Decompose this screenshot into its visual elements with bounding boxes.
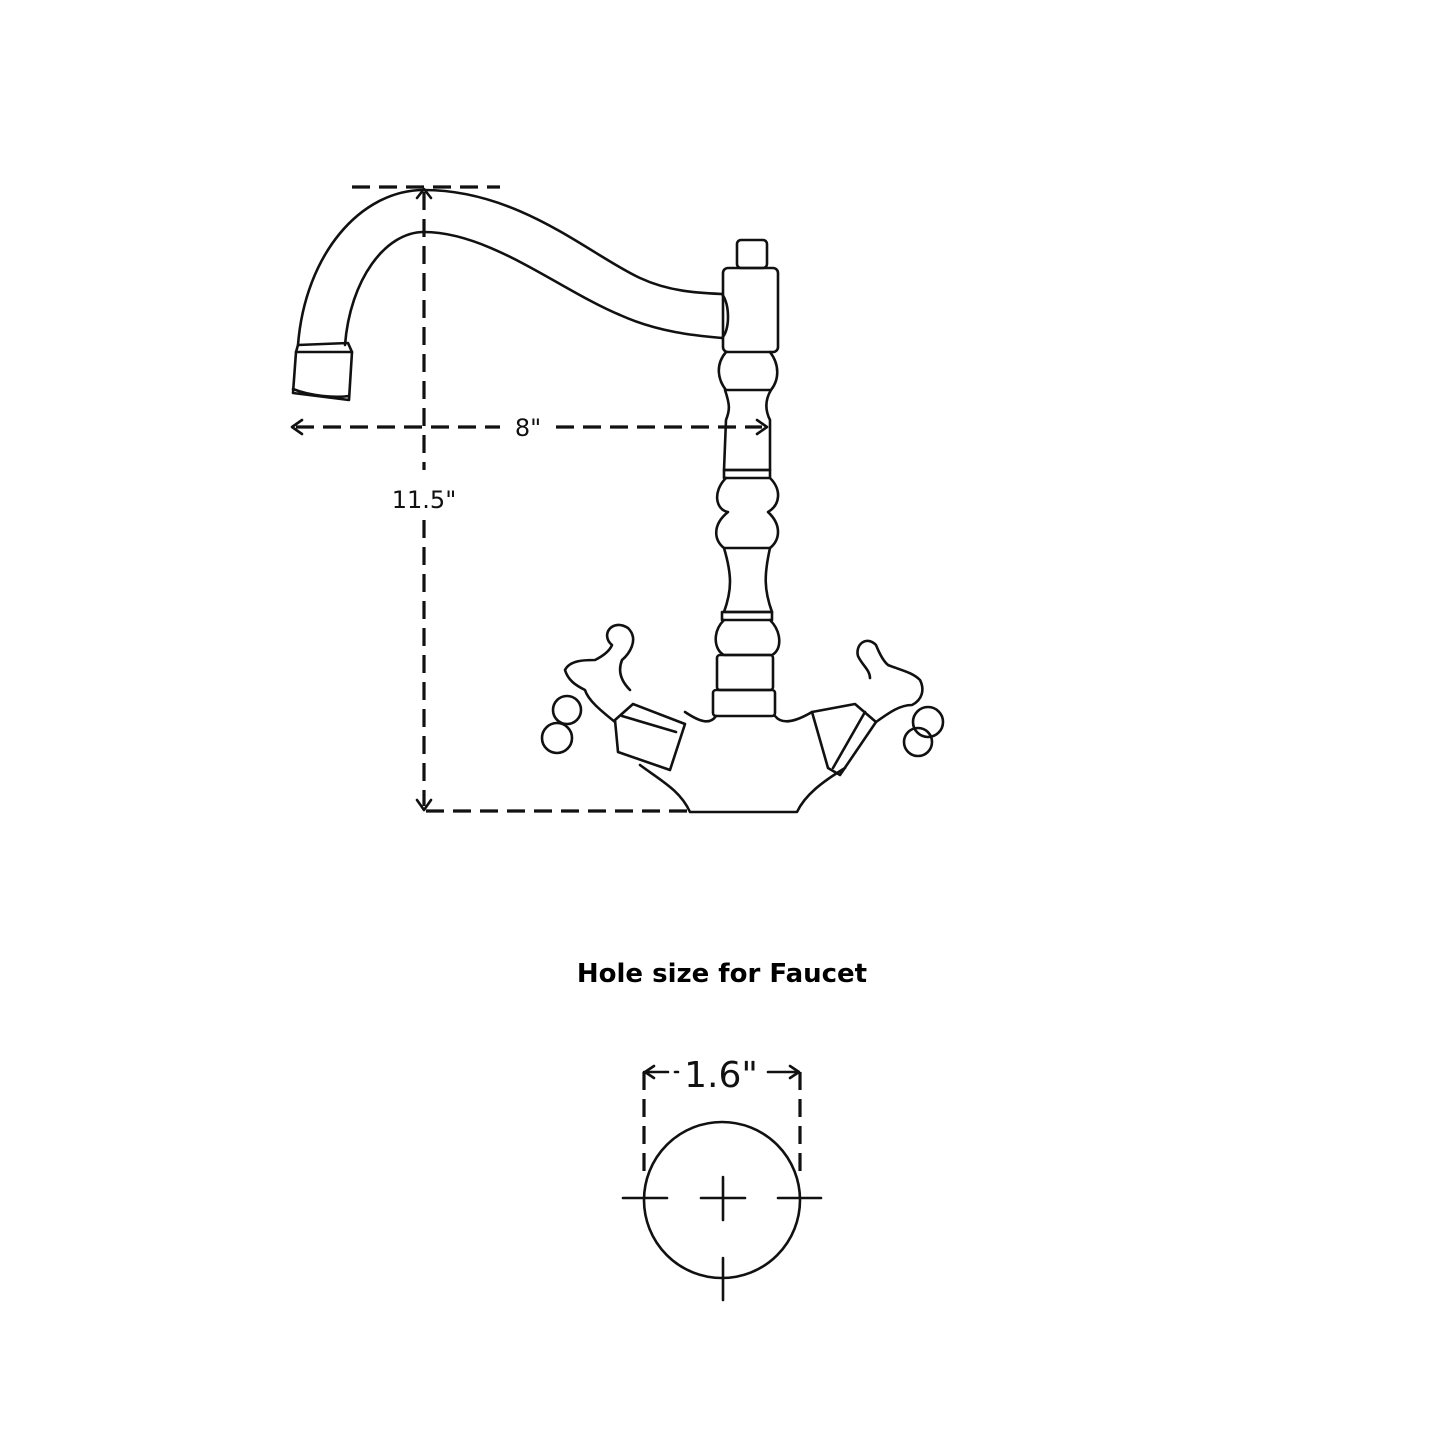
height-label: 11.5" bbox=[392, 486, 456, 514]
dimension-lines: 11.5" 8" bbox=[290, 185, 769, 813]
hole-diagram-title: Hole size for Faucet bbox=[577, 959, 867, 989]
faucet-outline bbox=[291, 188, 945, 814]
center-marks bbox=[621, 1175, 823, 1302]
height-arrowheads bbox=[415, 187, 433, 812]
reach-arrowheads bbox=[290, 418, 769, 436]
reach-label: 8" bbox=[515, 414, 541, 442]
hole-size-diagram: Hole size for Faucet 1.6" bbox=[577, 959, 867, 1302]
diameter-label: 1.6" bbox=[684, 1055, 758, 1096]
